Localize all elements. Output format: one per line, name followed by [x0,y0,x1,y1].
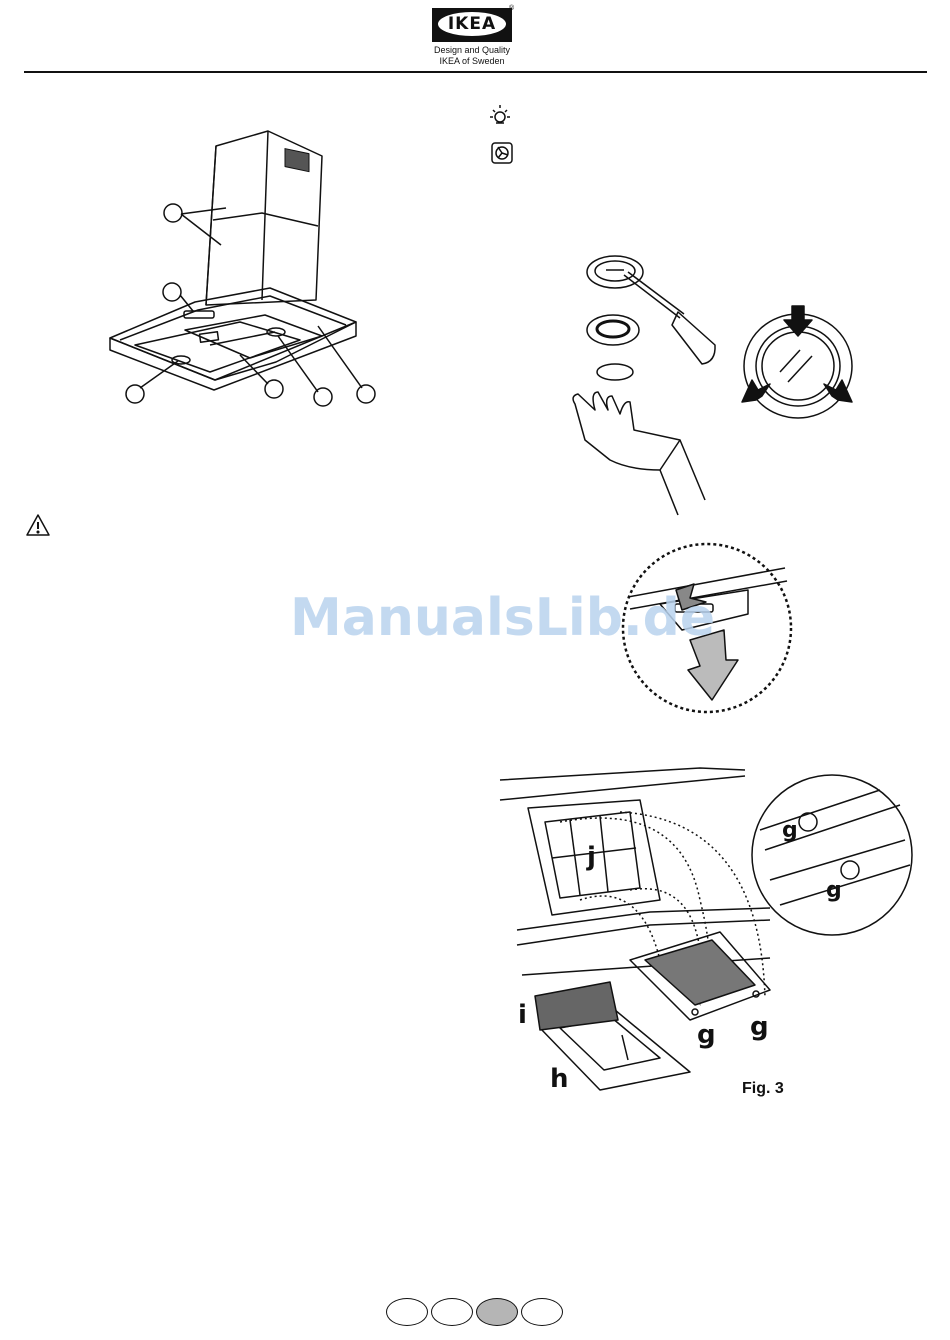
label-g-zoom-top: g [782,818,798,843]
figure-caption-fig3: Fig. 3 [742,1080,784,1098]
label-g-zoom-bottom: g [826,878,842,903]
cooker-hood-illustration [110,131,375,406]
bulb-replacement-illustration [573,256,852,515]
light-bulb-icon [490,105,510,123]
warning-triangle-icon [27,515,49,535]
page-tab-3-active[interactable] [476,1298,518,1326]
page-tab-4[interactable] [521,1298,563,1326]
label-g-left: g [697,1020,716,1050]
watermark: ManualsLib.de [290,588,715,648]
label-h: h [550,1064,569,1094]
label-i: i [518,1000,527,1030]
label-g-right: g [750,1012,769,1042]
fan-icon [492,143,512,163]
page-tab-1[interactable] [386,1298,428,1326]
page-tab-2[interactable] [431,1298,473,1326]
label-j: j [587,842,596,872]
